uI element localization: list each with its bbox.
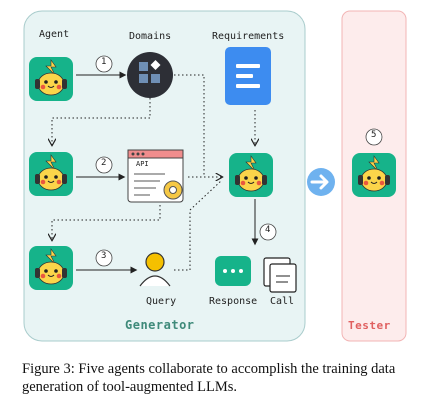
step-badges [95, 55, 383, 267]
dotted-domains-to-agent-2 [52, 98, 151, 145]
agent-5-icon [351, 152, 397, 198]
step-1-number: 1 [101, 57, 107, 67]
agent-1-icon [28, 56, 74, 102]
dotted-api-to-agent-3 [52, 205, 161, 240]
tester-title: Tester [348, 319, 391, 332]
call-document-icon [263, 257, 297, 293]
requirements-label: Requirements [212, 31, 285, 42]
step-2-number: 2 [101, 158, 107, 168]
api-label: API [136, 160, 149, 168]
figure-caption: Figure 3: Five agents collaborate to acc… [22, 361, 396, 395]
generator-title: Generator [125, 318, 195, 332]
agent-2-icon [28, 151, 74, 197]
dotted-query-to-agent-4 [174, 179, 223, 271]
query-label: Query [146, 296, 177, 307]
requirements-icon [225, 47, 271, 105]
step-3-number: 3 [101, 251, 107, 261]
domains-icon [127, 52, 173, 98]
step-5-number: 5 [371, 130, 377, 140]
response-label: Response [209, 296, 258, 307]
agent-4-icon [228, 152, 274, 198]
domains-label: Domains [129, 31, 172, 42]
call-label: Call [270, 296, 295, 307]
response-chat-icon [215, 256, 251, 286]
step-4-number: 4 [265, 225, 271, 235]
agent-3-icon [28, 245, 74, 291]
agent-label: Agent [39, 29, 70, 40]
query-user-icon [139, 252, 171, 287]
api-window-icon [127, 149, 184, 203]
arrow-to-tester [307, 168, 335, 196]
